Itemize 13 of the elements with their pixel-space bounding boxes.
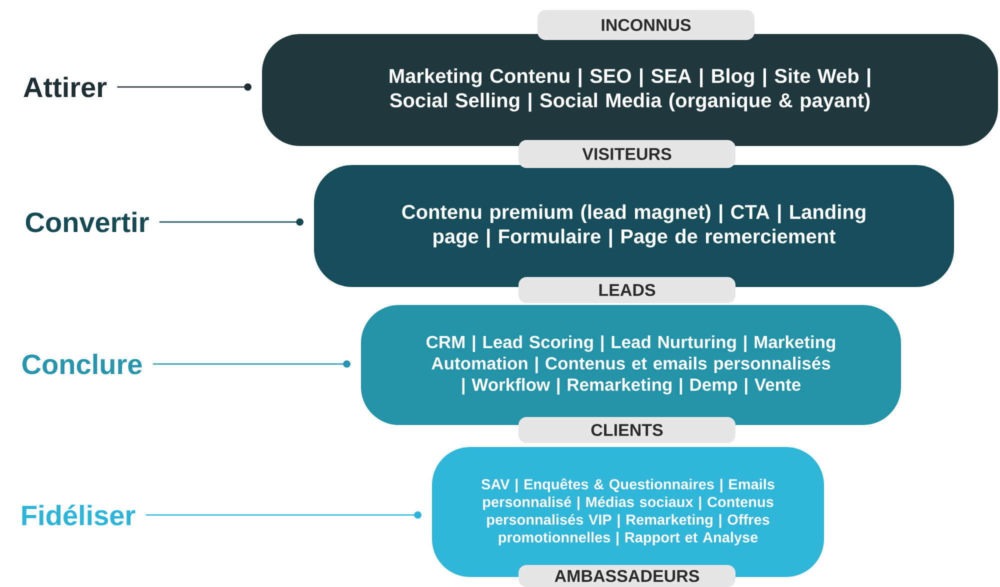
leader-line	[117, 83, 252, 91]
stage-tag: INCONNUS	[538, 10, 754, 40]
stage-heading: Attirer	[24, 76, 107, 98]
stage-tag: AMBASSADEURS	[518, 565, 736, 587]
stage-heading: Conclure	[22, 354, 142, 374]
leader-line	[152, 360, 350, 368]
leader-line	[159, 218, 304, 226]
stage-heading: Fidéliser	[22, 504, 136, 526]
stage-tag: VISITEURS	[518, 140, 736, 168]
leader-line	[146, 511, 422, 519]
stage-heading: Convertir	[26, 212, 149, 232]
stage-tag: LEADS	[518, 277, 736, 303]
stage-tag: CLIENTS	[518, 417, 736, 443]
